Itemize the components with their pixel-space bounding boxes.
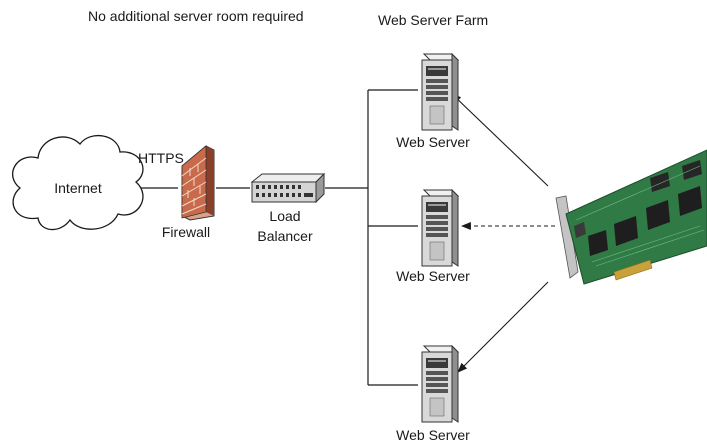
tower-server-icon bbox=[421, 344, 460, 423]
internet-label: Internet bbox=[54, 180, 102, 196]
firewall-label: Firewall bbox=[162, 224, 210, 240]
connection-lines bbox=[138, 89, 418, 386]
pci-expansion-card-icon bbox=[555, 149, 707, 285]
load-balancer-label-line2: Balancer bbox=[257, 228, 313, 244]
server-1-label: Web Server bbox=[396, 134, 470, 150]
load-balancer-label-line1: Load bbox=[269, 208, 300, 224]
https-label: HTTPS bbox=[138, 150, 184, 166]
arrow-to-server-1 bbox=[451, 93, 549, 187]
cloud-icon bbox=[12, 134, 144, 231]
network-switch-icon bbox=[250, 172, 326, 204]
farm-title-label: Web Server Farm bbox=[378, 12, 488, 28]
server-3-label: Web Server bbox=[396, 427, 470, 443]
brick-wall-icon bbox=[181, 145, 215, 221]
server-2-label: Web Server bbox=[396, 268, 470, 284]
tower-server-icon bbox=[421, 52, 460, 131]
top-note-label: No additional server room required bbox=[88, 8, 304, 24]
tower-server-icon bbox=[421, 188, 460, 267]
arrow-to-server-3 bbox=[457, 281, 549, 373]
